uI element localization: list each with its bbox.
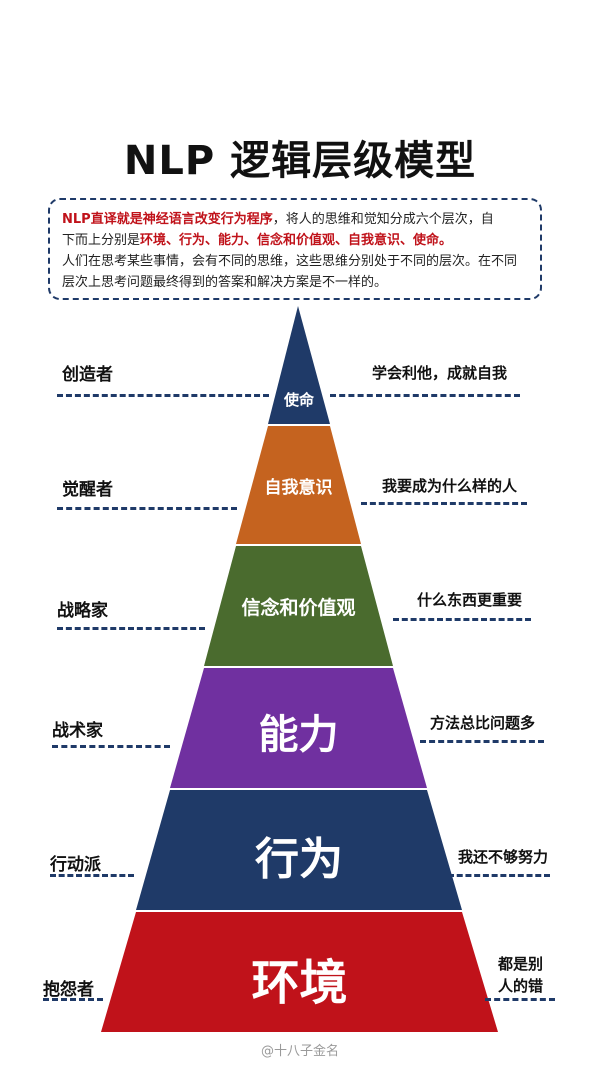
desc-environment-line-1: 都是别 xyxy=(498,955,544,973)
right-dash-identity xyxy=(361,502,527,505)
layer-label-identity: 自我意识 xyxy=(264,478,333,498)
intro-line-3: 人们在思考某些事情，会有不同的思维，这些思维分别处于不同的层次。在不同 xyxy=(62,254,518,269)
right-dash-behavior xyxy=(448,874,550,877)
left-dash-mission xyxy=(57,394,269,397)
desc-mission: 学会利他，成就自我 xyxy=(372,364,508,382)
intro-line-4: 层次上思考问题最终得到的答案和解决方案是不一样的。 xyxy=(62,275,388,290)
role-creator: 创造者 xyxy=(62,365,113,385)
desc-environment-line-2: 人的错 xyxy=(498,977,544,995)
desc-identity: 我要成为什么样的人 xyxy=(382,477,518,495)
left-dash-behavior xyxy=(50,874,134,877)
layer-label-environment: 环境 xyxy=(251,955,348,1011)
intro-highlight: NLP直译就是神经语言改变行为程序 xyxy=(62,212,273,227)
desc-beliefs: 什么东西更重要 xyxy=(417,591,523,609)
watermark: @十八子金名 xyxy=(260,1044,339,1059)
layer-label-behavior: 行为 xyxy=(255,834,343,885)
layer-shape-mission xyxy=(268,306,330,424)
role-strategist: 战略家 xyxy=(57,601,108,621)
right-dash-mission xyxy=(330,394,520,397)
right-dash-beliefs xyxy=(393,618,531,621)
desc-behavior: 我还不够努力 xyxy=(458,848,549,866)
role-doer: 行动派 xyxy=(50,855,101,875)
role-awakener: 觉醒者 xyxy=(62,480,113,500)
intro-levels-list: 环境、行为、能力、信念和价值观、自我意识、使命。 xyxy=(140,233,453,248)
intro-box: NLP直译就是神经语言改变行为程序，将人的思维和觉知分成六个层次，自 下而上分别… xyxy=(48,198,542,300)
page-title: NLP 逻辑层级模型 xyxy=(123,138,477,184)
right-dash-environment xyxy=(485,998,555,1001)
layer-label-capabilities: 能力 xyxy=(258,712,339,758)
layer-shape-behavior xyxy=(136,790,462,910)
intro-line-2-start: 下而上分别是 xyxy=(62,233,141,248)
layer-shape-beliefs xyxy=(204,546,393,666)
desc-capabilities: 方法总比问题多 xyxy=(430,714,536,732)
role-complainer: 抱怨者 xyxy=(43,980,94,1000)
left-dash-capabilities xyxy=(52,745,170,748)
layer-shape-capabilities xyxy=(170,668,427,788)
layer-shape-identity xyxy=(236,426,361,544)
intro-line-1-rest: ，将人的思维和觉知分成六个层次，自 xyxy=(272,212,494,227)
layer-shape-environment xyxy=(101,912,498,1032)
role-tactician: 战术家 xyxy=(52,721,103,741)
intro-line-2: 下而上分别是环境、行为、能力、信念和价值观、自我意识、使命。 xyxy=(62,230,528,251)
layer-label-beliefs: 信念和价值观 xyxy=(241,597,356,619)
left-dash-identity xyxy=(57,507,237,510)
left-dash-environment xyxy=(43,998,103,1001)
layer-label-mission: 使命 xyxy=(283,391,314,409)
right-dash-capabilities xyxy=(420,740,544,743)
intro-line-1: NLP直译就是神经语言改变行为程序，将人的思维和觉知分成六个层次，自 xyxy=(62,209,528,230)
left-dash-beliefs xyxy=(57,627,205,630)
